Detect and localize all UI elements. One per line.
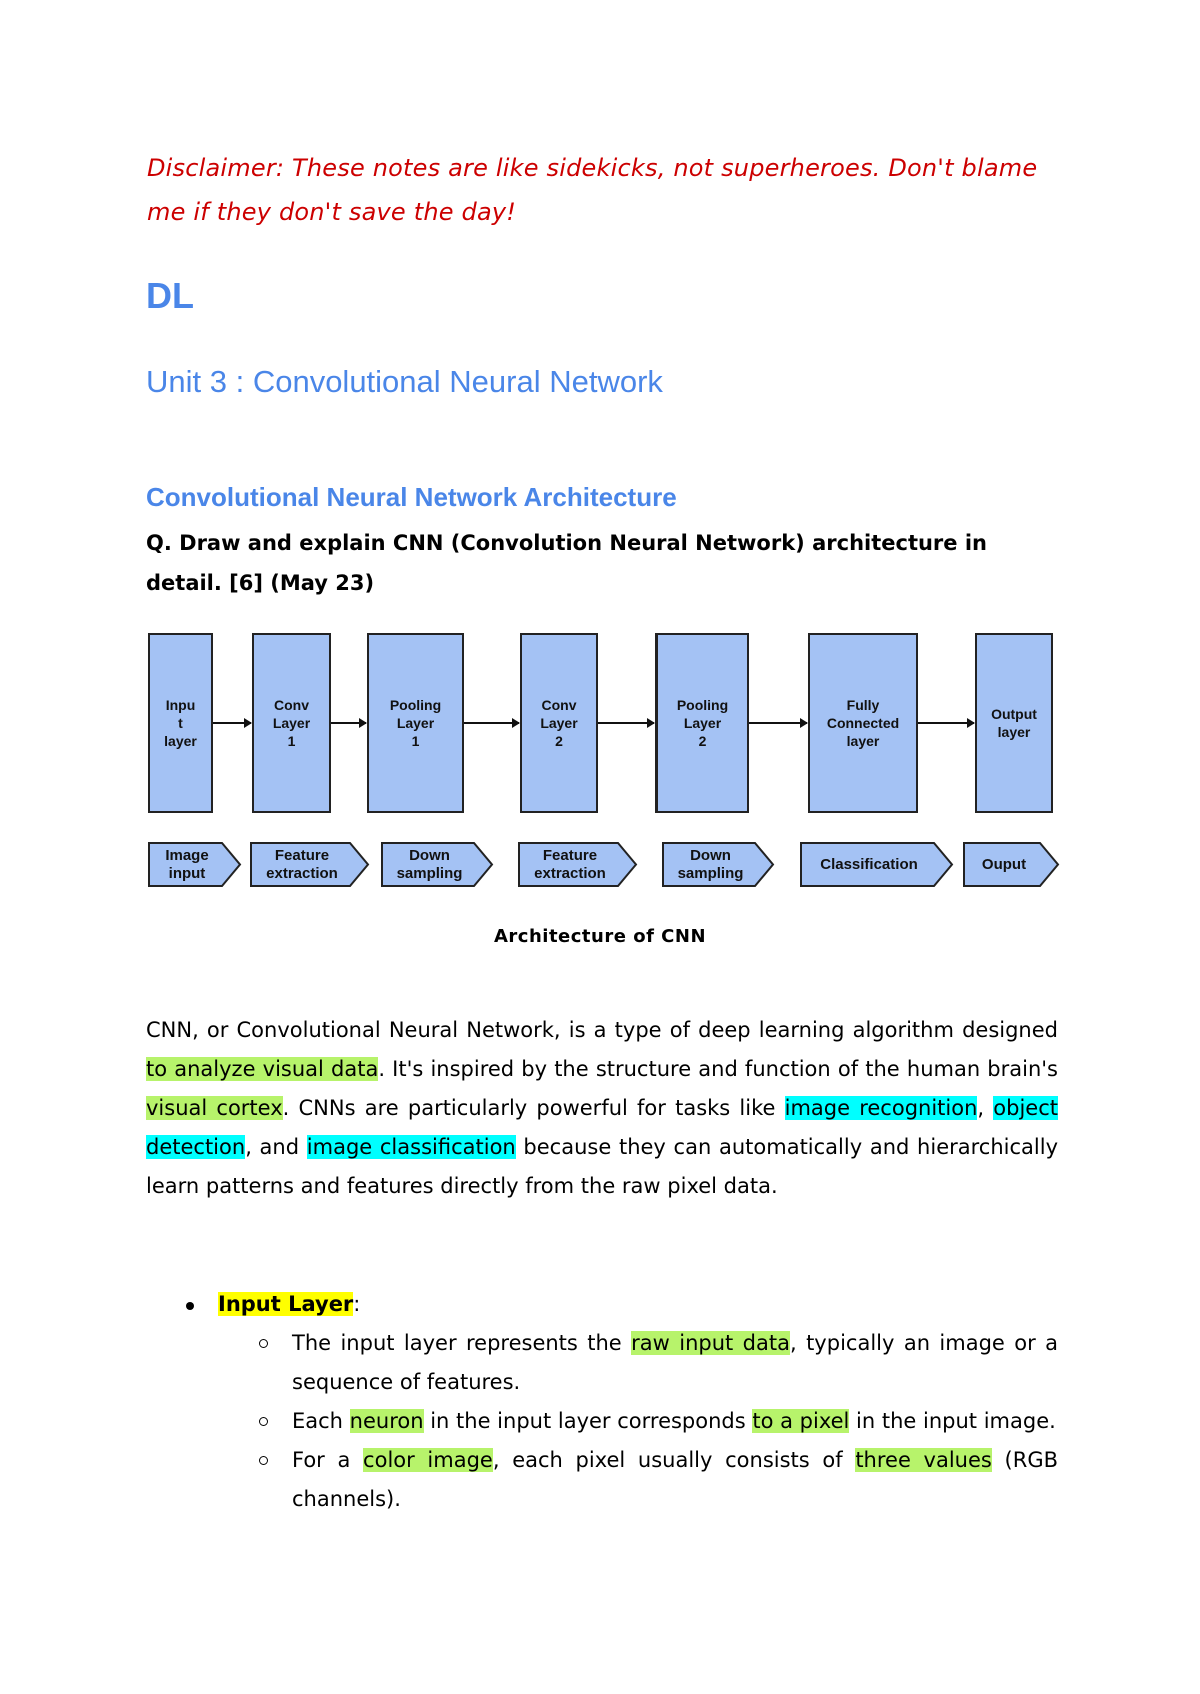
sub-bullet: The input layer represents the raw input…	[146, 1324, 1058, 1402]
arrow-icon	[918, 718, 975, 728]
layer-label: Fully Connected layer	[826, 697, 900, 749]
text-run: (RGB channels).	[292, 1448, 1059, 1511]
highlight-green: raw input data	[631, 1331, 790, 1355]
arrow-icon	[331, 718, 367, 728]
text-run: , typically an image or a sequence of fe…	[292, 1331, 1058, 1394]
layer-label: Inpu t layer	[164, 697, 197, 749]
stage-label: Classification	[820, 855, 918, 873]
arrow-icon	[213, 718, 252, 728]
stage-feature-extraction-2: Feature extraction	[518, 842, 638, 887]
input-layer-bullet-list: Input Layer: The input layer represents …	[146, 1285, 1058, 1519]
diagram-caption: Architecture of CNN	[493, 926, 707, 947]
layer-label: Conv Layer 2	[540, 697, 578, 749]
disclaimer-text: Disclaimer: These notes are like sidekic…	[147, 154, 1038, 226]
text-run: in the input image.	[849, 1409, 1056, 1433]
stage-label: Image input	[165, 846, 209, 882]
input-layer-box: Inpu t layer	[148, 633, 213, 813]
text-run: . CNNs are particularly powerful for tas…	[282, 1096, 785, 1120]
cnn-intro-paragraph: CNN, or Convolutional Neural Network, is…	[146, 1011, 1059, 1206]
unit-heading: Unit 3 : Convolutional Neural Network	[146, 364, 663, 399]
stage-label: Feature extraction	[266, 846, 338, 882]
exam-question: Q. Draw and explain CNN (Convolution Neu…	[146, 531, 987, 595]
stage-label: Feature extraction	[534, 846, 606, 882]
highlight-cyan: image recognition	[784, 1096, 978, 1120]
conv-layer-1-box: Conv Layer 1	[252, 633, 331, 813]
arrow-icon	[464, 718, 520, 728]
bullet-circle-icon	[259, 1456, 268, 1465]
section-heading: Convolutional Neural Network Architectur…	[146, 482, 677, 512]
stage-label: Ouput	[981, 855, 1027, 873]
bullet-heading: Input Layer	[218, 1292, 354, 1316]
sub-bullet: Each neuron in the input layer correspon…	[146, 1402, 1058, 1441]
fully-connected-layer-box: Fully Connected layer	[808, 633, 918, 813]
conv-layer-2-box: Conv Layer 2	[520, 633, 598, 813]
text-run: because they can automatically and hiera…	[146, 1135, 1058, 1198]
bullet-input-layer: Input Layer:	[146, 1285, 1058, 1324]
text-run: The input layer represents the	[292, 1331, 632, 1355]
stage-label: Down sampling	[396, 846, 463, 882]
layer-label: Output layer	[991, 706, 1037, 740]
stage-label: Down sampling	[677, 846, 744, 882]
highlight-green: color image	[363, 1448, 493, 1472]
output-layer-box: Output layer	[975, 633, 1053, 813]
bullet-circle-icon	[259, 1339, 268, 1348]
highlight-green: three values	[855, 1448, 992, 1472]
page-title: DL	[146, 275, 194, 316]
highlight-green: visual cortex	[146, 1096, 283, 1120]
pooling-layer-1-box: Pooling Layer 1	[367, 633, 464, 813]
text-run: Each	[292, 1409, 350, 1433]
highlight-cyan: image classification	[306, 1135, 516, 1159]
pooling-layer-2-box: Pooling Layer 2	[655, 633, 749, 813]
layer-label: Conv Layer 1	[272, 697, 311, 749]
text-run: ,	[977, 1096, 994, 1120]
stage-output: Ouput	[963, 842, 1060, 887]
text-run: . It's inspired by the structure and fun…	[378, 1057, 1058, 1081]
text-run: CNN, or Convolutional Neural Network, is…	[146, 1018, 1058, 1042]
text-run: , and	[245, 1135, 307, 1159]
text-run: in the input layer corresponds	[423, 1409, 753, 1433]
text-run: :	[353, 1292, 361, 1316]
arrow-icon	[749, 718, 808, 728]
bullet-circle-icon	[259, 1417, 268, 1426]
stage-image-input: Image input	[148, 842, 242, 887]
layer-label: Pooling Layer 1	[389, 697, 442, 749]
highlight-green: to analyze visual data	[146, 1057, 379, 1081]
highlight-green: neuron	[349, 1409, 424, 1433]
stage-down-sampling-1: Down sampling	[381, 842, 494, 887]
stage-feature-extraction-1: Feature extraction	[250, 842, 370, 887]
text-run: For a	[292, 1448, 364, 1472]
sub-bullet: For a color image, each pixel usually co…	[146, 1441, 1058, 1519]
stage-classification: Classification	[800, 842, 954, 887]
layer-label: Pooling Layer 2	[676, 697, 729, 749]
arrow-icon	[598, 718, 655, 728]
highlight-green: to a pixel	[752, 1409, 850, 1433]
stage-down-sampling-2: Down sampling	[662, 842, 775, 887]
bullet-dot-icon	[186, 1302, 194, 1310]
text-run: , each pixel usually consists of	[492, 1448, 856, 1472]
